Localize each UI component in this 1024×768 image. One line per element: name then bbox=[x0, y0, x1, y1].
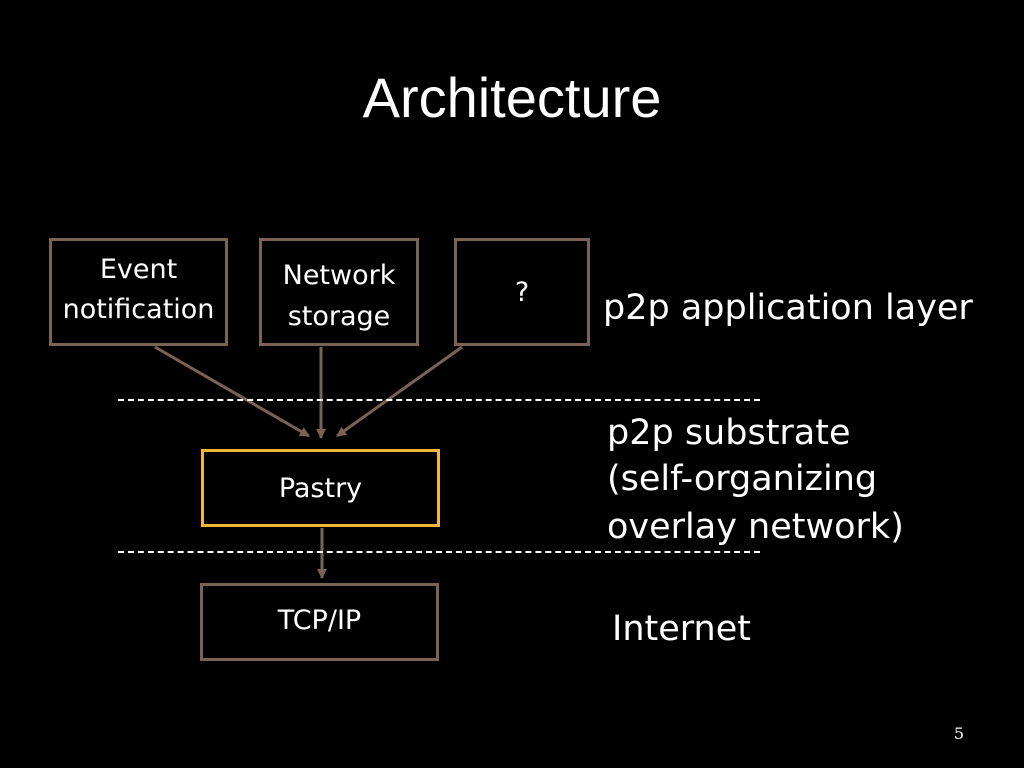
arrow-event-to-pastry bbox=[154, 345, 310, 438]
pastry-box: Pastry bbox=[201, 449, 440, 527]
network-storage-box: Network storage bbox=[259, 238, 419, 346]
event-notification-box: Event notification bbox=[49, 238, 228, 346]
event-notification-line2: notification bbox=[62, 294, 215, 325]
slide-title: Architecture bbox=[362, 66, 662, 129]
unknown-application-box: ? bbox=[454, 238, 590, 346]
substrate-label-line2: (self-organizing bbox=[607, 459, 878, 499]
network-storage-line1: Network bbox=[282, 260, 396, 291]
tcpip-box: TCP/IP bbox=[200, 583, 439, 661]
arrow-unknown-to-pastry bbox=[336, 345, 463, 438]
pastry-label: Pastry bbox=[278, 473, 363, 504]
dashed-separator-top bbox=[118, 399, 760, 401]
network-storage-line2: storage bbox=[287, 301, 391, 332]
substrate-label-line3: overlay network) bbox=[607, 507, 904, 547]
tcpip-label: TCP/IP bbox=[277, 605, 362, 636]
slide-number: 5 bbox=[953, 724, 965, 743]
internet-label: Internet bbox=[612, 609, 751, 649]
application-layer-label: p2p application layer bbox=[603, 288, 973, 328]
substrate-label-line1: p2p substrate bbox=[607, 413, 851, 453]
dashed-separator-bottom bbox=[118, 551, 760, 553]
unknown-application-label: ? bbox=[514, 277, 530, 308]
event-notification-line1: Event bbox=[99, 254, 178, 285]
